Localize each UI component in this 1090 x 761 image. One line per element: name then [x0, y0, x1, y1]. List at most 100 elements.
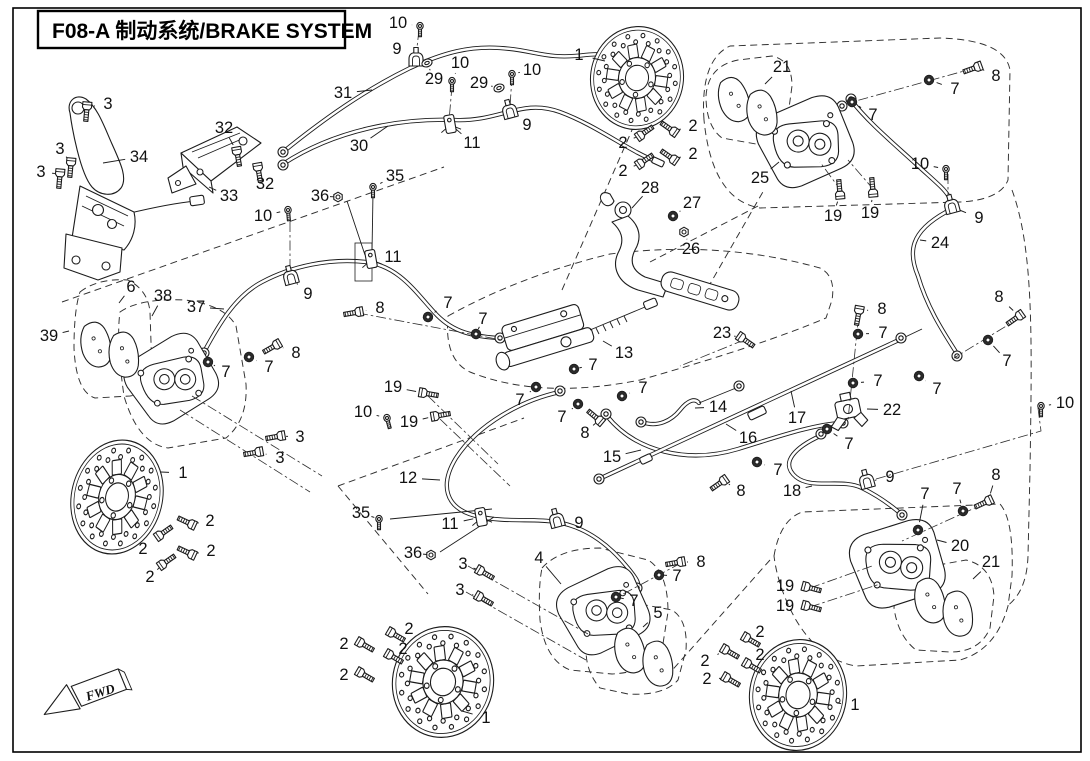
screw-symbol	[382, 413, 394, 430]
bolt-symbol	[353, 636, 377, 655]
leader-line	[102, 158, 126, 164]
part-number-label-7: 7	[478, 310, 487, 328]
part-number-label-10: 10	[389, 14, 407, 32]
leader-line	[836, 702, 842, 704]
part-number-label-8: 8	[877, 300, 886, 318]
brake-hoses	[201, 46, 959, 590]
leader-line	[356, 89, 373, 93]
part-number-label-3: 3	[55, 140, 64, 158]
nut-symbol	[679, 226, 689, 238]
leader-line	[592, 423, 596, 426]
part-number-label-7: 7	[264, 358, 273, 376]
bolt-symbol	[961, 60, 984, 77]
leader-line	[833, 433, 838, 437]
leader-line	[633, 164, 636, 167]
bolt-symbol	[64, 157, 77, 179]
part-number-label-33: 33	[220, 187, 238, 205]
part-number-label-32: 32	[256, 175, 274, 193]
region-pads-21-top	[705, 55, 793, 145]
bolt-symbol	[53, 168, 66, 190]
part-number-label-9: 9	[522, 116, 531, 134]
part-number-label-24: 24	[931, 234, 949, 252]
hose-eyelet	[635, 416, 647, 428]
leader-line	[276, 211, 281, 214]
fwd-arrow: FWD	[43, 668, 133, 716]
part-number-label-20: 20	[951, 537, 969, 555]
part-number-label-2: 2	[618, 162, 627, 180]
bolt-symbol	[175, 543, 198, 561]
part-number-label-12: 12	[399, 469, 417, 487]
screw-symbol	[283, 205, 293, 222]
leader-line	[434, 310, 437, 313]
part-number-label-13: 13	[615, 344, 633, 362]
pushrod-clevis	[642, 297, 658, 310]
leader-line	[62, 330, 70, 334]
pad	[938, 588, 977, 640]
part-number-label-23: 23	[713, 324, 731, 342]
leader-line	[371, 516, 375, 518]
leader-line	[770, 161, 780, 170]
part-number-label-35: 35	[386, 167, 404, 185]
part-number-label-15: 15	[603, 448, 621, 466]
nut-symbol	[333, 191, 343, 203]
leader-line	[959, 499, 962, 504]
bolt-symbol	[175, 513, 198, 531]
washer-symbol	[568, 363, 580, 375]
leader-line	[933, 166, 939, 168]
bolt-symbol	[473, 564, 497, 583]
bolt-symbol	[851, 304, 865, 327]
part-number-label-26: 26	[682, 240, 700, 258]
part-number-label-9: 9	[303, 285, 312, 303]
washer-symbol	[242, 350, 256, 364]
bolt-symbol	[658, 118, 681, 139]
part-number-label-19: 19	[824, 207, 842, 225]
screw-symbol	[375, 514, 383, 531]
part-number-label-3: 3	[458, 555, 467, 573]
region-pads-39	[73, 279, 153, 399]
part-number-label-2: 2	[755, 623, 764, 641]
leader-line	[208, 186, 217, 191]
part-number-label-7: 7	[443, 294, 452, 312]
leader-line	[989, 485, 994, 494]
part-number-label-7: 7	[950, 80, 959, 98]
part-number-label-9: 9	[974, 209, 983, 227]
fwd-arrow-head	[43, 684, 81, 716]
part-number-label-7: 7	[868, 106, 877, 124]
leader-line	[717, 653, 720, 655]
leader-line	[571, 407, 574, 410]
leader-line	[919, 504, 924, 523]
part-number-label-31: 31	[334, 84, 352, 102]
washer-symbol	[923, 74, 935, 86]
part-number-label-7: 7	[878, 324, 887, 342]
part-number-label-2: 2	[339, 666, 348, 684]
screw-symbol	[508, 69, 516, 86]
part-number-label-10: 10	[451, 54, 469, 72]
clamp-symbol	[546, 506, 566, 530]
hose-eyelet	[896, 509, 908, 521]
hose-eyelet	[895, 332, 907, 344]
bolt-symbol	[800, 599, 823, 615]
part-number-label-16: 16	[739, 429, 757, 447]
part-number-label-1: 1	[481, 709, 490, 727]
bolt-symbol	[264, 430, 287, 444]
bolt-symbol	[708, 473, 731, 494]
part-number-label-2: 2	[755, 646, 764, 664]
bolt-symbol	[833, 178, 846, 200]
cable-adjuster	[639, 453, 653, 465]
leader-line	[429, 68, 431, 71]
part-number-label-4: 4	[534, 549, 543, 567]
grommet-symbol	[492, 82, 506, 94]
leader-line	[725, 423, 737, 431]
leader-line	[228, 137, 234, 146]
leader-line	[679, 210, 681, 212]
part-number-label-10: 10	[911, 155, 929, 173]
part-number-label-2: 2	[688, 117, 697, 135]
screw-symbol	[448, 76, 456, 93]
leader-line	[370, 125, 389, 139]
part-number-label-7: 7	[638, 379, 647, 397]
part-number-label-19: 19	[400, 413, 418, 431]
part-number-label-7: 7	[515, 391, 524, 409]
leader-line	[625, 449, 642, 455]
leader-line	[993, 345, 1000, 354]
